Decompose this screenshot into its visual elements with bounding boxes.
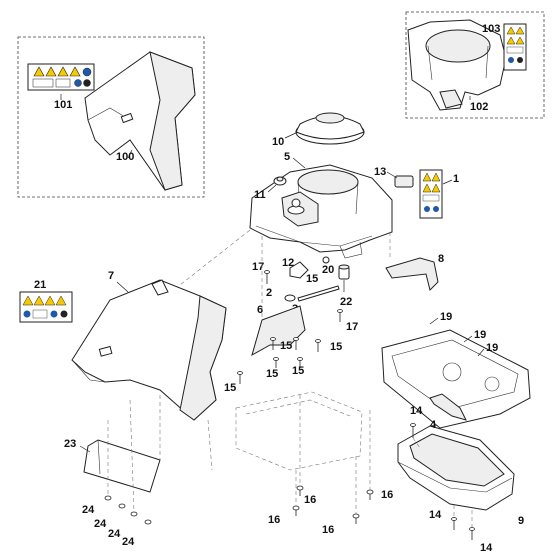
part-lever-12 xyxy=(289,261,309,279)
callout-19-c: 19 xyxy=(486,342,498,354)
part-2 xyxy=(284,294,296,302)
inset-cover-100 xyxy=(17,36,205,198)
callout-17: 17 xyxy=(252,261,264,273)
callout-2: 2 xyxy=(266,287,272,299)
callout-24-a: 24 xyxy=(82,504,95,516)
part-cap-10 xyxy=(295,112,365,145)
callout-7: 7 xyxy=(108,270,114,282)
callout-17-lower: 17 xyxy=(346,321,358,333)
callout-14-b: 14 xyxy=(429,509,442,521)
callout-20: 20 xyxy=(322,264,334,276)
part-base-tray-9 xyxy=(397,425,515,511)
assembly-guide-lines xyxy=(107,229,473,528)
callout-1: 1 xyxy=(453,173,459,185)
callout-19-b: 19 xyxy=(474,329,486,341)
callout-23: 23 xyxy=(64,438,76,450)
callout-21: 21 xyxy=(34,279,46,291)
callout-15-c: 15 xyxy=(266,368,278,380)
warning-label-101 xyxy=(27,63,95,91)
part-side-cover-8 xyxy=(385,257,439,291)
part-bracket-6 xyxy=(251,305,306,357)
callout-24-c: 24 xyxy=(108,528,121,540)
callout-24-b: 24 xyxy=(94,518,107,530)
callout-101: 101 xyxy=(54,99,72,111)
part-rod-3 xyxy=(297,285,340,302)
callout-22: 22 xyxy=(340,296,352,308)
callout-16-a: 16 xyxy=(304,494,316,506)
callout-16-b: 16 xyxy=(381,489,393,501)
part-20 xyxy=(322,256,330,264)
callout-15-e: 15 xyxy=(224,382,236,394)
warning-label-1 xyxy=(419,169,443,219)
part-mounting-plate-19 xyxy=(381,329,531,429)
callout-4: 4 xyxy=(430,419,437,431)
callout-19-a: 19 xyxy=(440,311,452,323)
screws-16 xyxy=(292,485,374,524)
callout-10: 10 xyxy=(272,136,284,148)
callout-16-c: 16 xyxy=(268,514,280,526)
part-flap-23 xyxy=(83,439,161,493)
callout-14-c: 14 xyxy=(480,542,493,554)
callout-6: 6 xyxy=(257,304,263,316)
chassis-plate-ghost xyxy=(235,391,363,471)
part-spacer-22 xyxy=(338,264,350,280)
callout-103: 103 xyxy=(482,23,500,35)
warning-label-21 xyxy=(19,291,73,323)
callout-13: 13 xyxy=(374,166,386,178)
screws-15 xyxy=(237,337,321,384)
part-screw-17-lower xyxy=(337,309,343,322)
callout-102: 102 xyxy=(470,101,488,113)
screws-24 xyxy=(104,495,152,525)
callout-12: 12 xyxy=(282,257,294,269)
callout-15-top: 15 xyxy=(306,273,318,285)
warning-label-103 xyxy=(503,23,527,71)
callout-8: 8 xyxy=(438,253,444,265)
part-large-cover-7 xyxy=(71,279,227,421)
callout-15-b: 15 xyxy=(330,341,342,353)
callout-24-d: 24 xyxy=(122,536,135,548)
part-badge-13 xyxy=(394,175,414,188)
callout-14-a: 14 xyxy=(410,405,423,417)
part-main-housing-5 xyxy=(249,164,393,259)
part-clip-4 xyxy=(429,393,467,421)
part-screw-17-upper xyxy=(264,270,270,284)
callout-16-d: 16 xyxy=(322,524,334,536)
callout-11: 11 xyxy=(254,189,266,201)
part-nut-11 xyxy=(273,176,287,186)
callout-15-d: 15 xyxy=(292,365,304,377)
callout-100: 100 xyxy=(116,151,134,163)
inset-housing-102 xyxy=(405,11,545,119)
callout-5: 5 xyxy=(284,151,290,163)
callout-9: 9 xyxy=(518,515,524,527)
callout-15-a: 15 xyxy=(280,340,292,352)
